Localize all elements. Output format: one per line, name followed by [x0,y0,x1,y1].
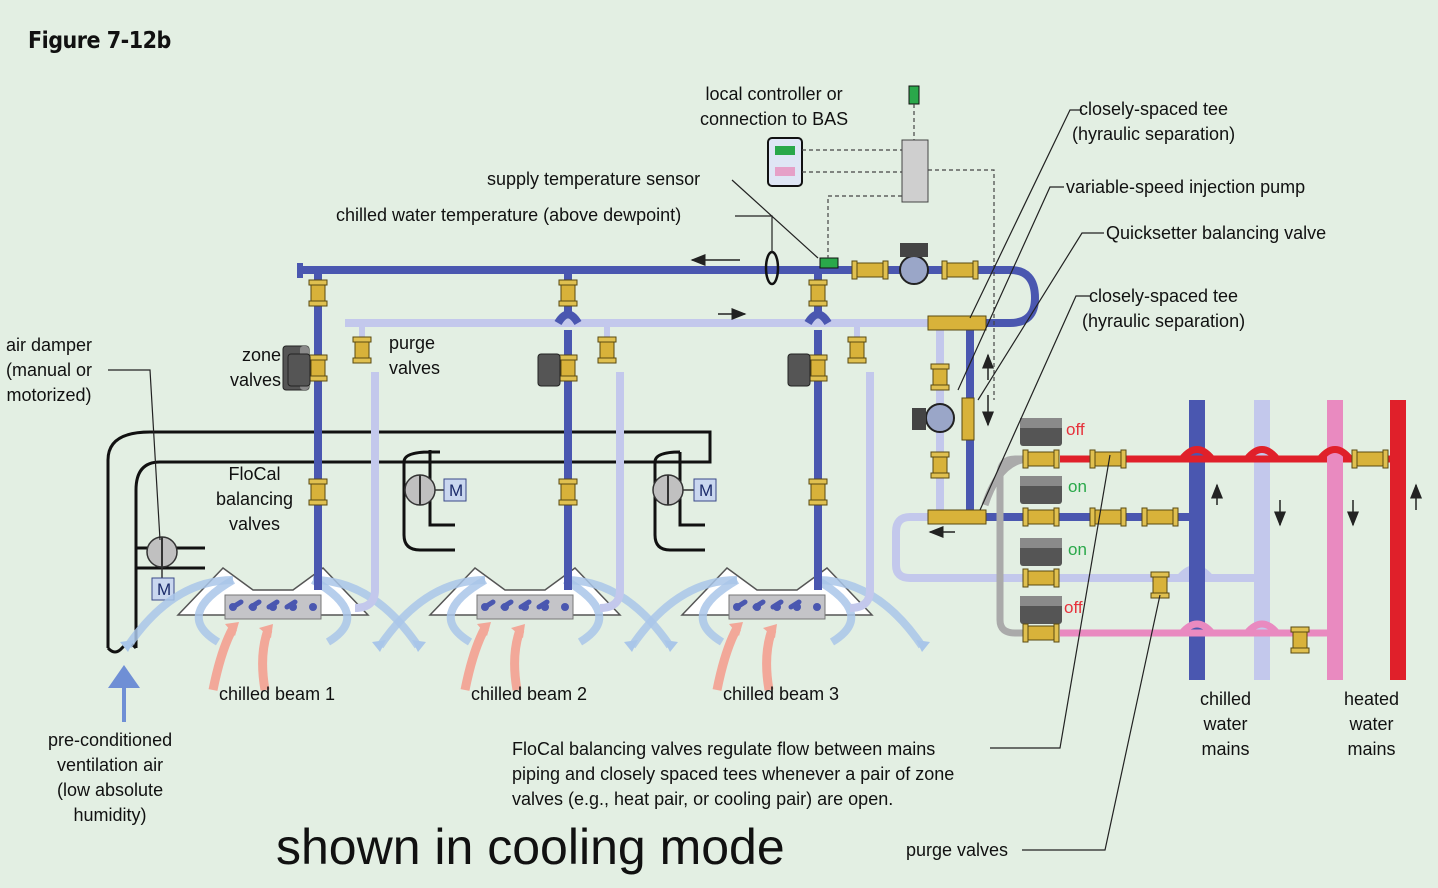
purge-valves-bottom-label: purge valves [906,840,1009,860]
beam-1-label: chilled beam 1 [219,684,336,704]
motor-label-2: M [449,481,464,500]
tee-bottom-label: closely-spaced tee (hyraulic separation) [1082,286,1246,331]
chilled-beam-2-icon [372,568,678,690]
controller-label: local controller or connection to BAS [700,84,849,129]
purge-valves-top-label: purge valves [389,333,441,378]
mode-caption: shown in cooling mode [276,819,785,875]
flocal-label: FloCal balancing valves [216,464,294,534]
control-wiring [802,104,995,400]
flocal-note: FloCal balancing valves regulate flow be… [512,739,955,809]
zone-state-3: on [1068,540,1087,559]
flow-arrows [690,254,1422,538]
hot-water-piping [1060,400,1406,680]
damper-beam2-icon[interactable] [404,474,436,506]
chilled-mains-label: chilled water mains [1200,689,1252,759]
injection-pump-assembly [851,243,979,479]
ventilation-label: pre-conditioned ventilation air (low abs… [48,730,173,825]
quicksetter-label: Quicksetter balancing valve [1106,223,1327,243]
supply-sensor-icon [819,257,839,269]
motor-label-3: M [699,481,714,500]
controller-box[interactable] [901,139,929,203]
heated-mains-label: heated water mains [1344,689,1400,759]
beam-3-label: chilled beam 3 [723,684,840,704]
zone-valves-label: zone valves [230,345,282,390]
zone-state-1: off [1066,420,1085,439]
chw-temp-label: chilled water temperature (above dewpoin… [336,205,682,225]
tee-top-label: closely-spaced tee (hyraulic separation) [1072,99,1236,144]
supply-sensor-label: supply temperature sensor [487,169,701,189]
motor-label-1: M [157,580,172,599]
chilled-beam-3-icon [624,568,930,690]
leader-lines [108,109,1161,851]
zone-state-2: on [1068,477,1087,496]
mains-zone-valves [1020,418,1389,654]
thermostat-icon[interactable] [767,137,803,187]
motor-icons [151,478,717,601]
beam-2-label: chilled beam 2 [471,684,588,704]
zone-state-4: off [1064,598,1083,617]
zone-valves [282,279,867,506]
injection-pump-label: variable-speed injection pump [1066,177,1306,197]
damper-beam3-icon[interactable] [652,474,684,506]
air-damper-icon[interactable] [146,536,178,568]
airflow-arrow-icon [108,665,140,722]
closely-spaced-tees [927,315,987,525]
air-damper-label: air damper (manual or motorized) [6,335,93,405]
figure-label: Figure 7-12b [28,28,171,54]
